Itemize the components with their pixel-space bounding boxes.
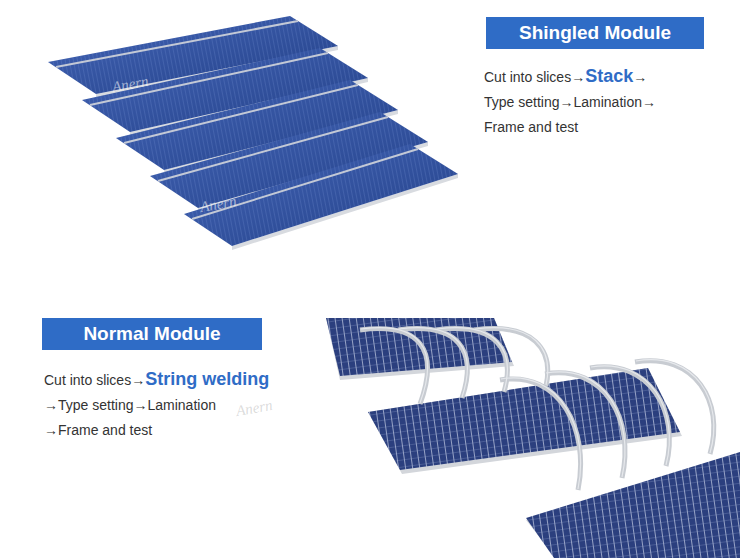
process-step: →Frame and test bbox=[44, 422, 152, 438]
process-step: →Type setting→Lamination bbox=[44, 397, 216, 413]
header-box: Shingled Module bbox=[486, 17, 704, 49]
highlight-step: Stack bbox=[585, 66, 633, 86]
watermark: Anern bbox=[235, 397, 274, 420]
header-text: Shingled Module bbox=[519, 22, 671, 44]
string-cells bbox=[326, 318, 740, 558]
process-step: Cut into slices→ bbox=[44, 372, 145, 388]
process-step: Type setting→Lamination→ bbox=[484, 94, 656, 110]
header-text: Normal Module bbox=[83, 323, 220, 345]
process-steps: Cut into slices→Stack→ Type setting→Lamin… bbox=[484, 64, 656, 140]
process-step: → bbox=[633, 69, 647, 85]
header-box: Normal Module bbox=[42, 318, 262, 350]
process-step: Cut into slices→ bbox=[484, 69, 585, 85]
shingled-cells bbox=[48, 16, 458, 250]
highlight-step: String welding bbox=[145, 369, 269, 389]
process-step: Frame and test bbox=[484, 119, 578, 135]
